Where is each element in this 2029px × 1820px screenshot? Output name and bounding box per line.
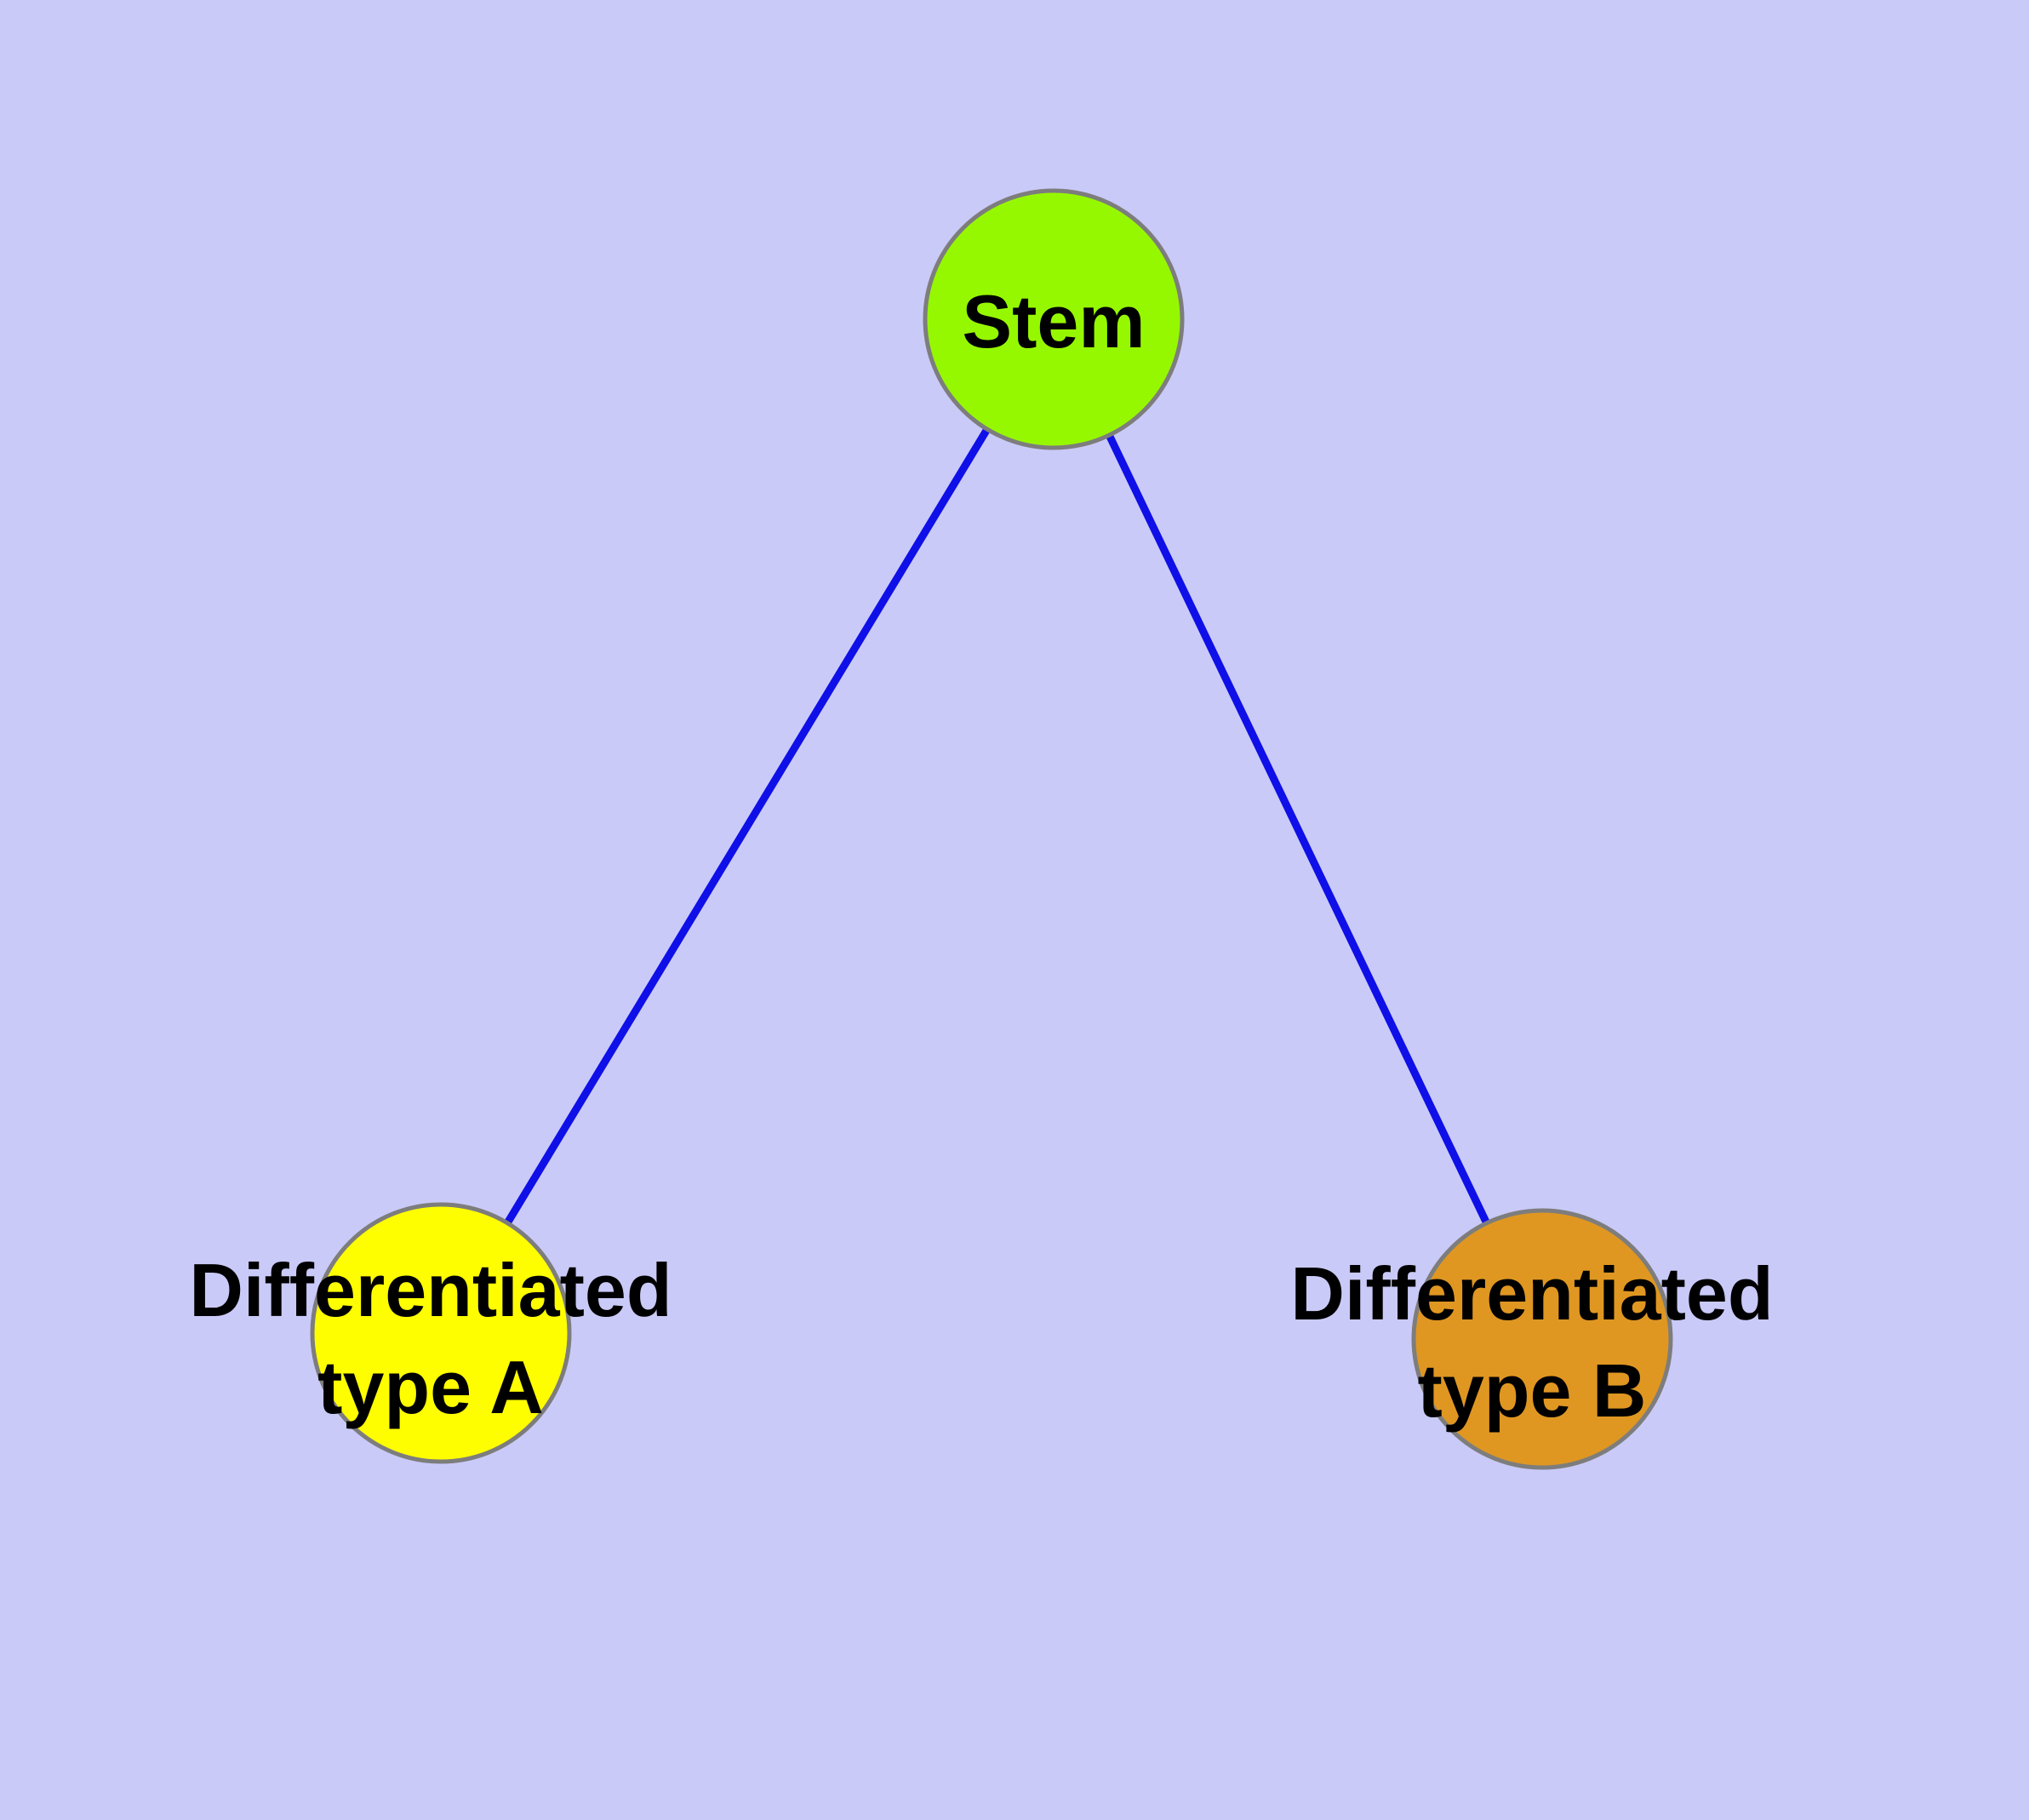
node-differentiated-type-a-label-line-1: Differentiated: [189, 1248, 672, 1332]
node-differentiated-type-a-label: Differentiated type A: [189, 1248, 672, 1429]
edge-stem-to-differentiated-type-b: [1049, 318, 1546, 1341]
node-stem-circle: [923, 188, 1185, 450]
node-differentiated-type-b-label: Differentiated type B: [1290, 1251, 1773, 1433]
node-stem-label-line: Stem: [962, 279, 1145, 363]
node-differentiated-type-a-label-line-2: type A: [317, 1345, 544, 1429]
edge-stem-to-differentiated-type-a: [437, 317, 1057, 1336]
node-stem-label: Stem: [962, 279, 1145, 363]
node-differentiated-type-a-circle: [310, 1202, 572, 1464]
node-differentiated-type-b-circle: [1411, 1208, 1673, 1470]
node-differentiated-type-b-label-line-1: Differentiated: [1290, 1251, 1773, 1336]
node-differentiated-type-b-label-line-2: type B: [1418, 1348, 1647, 1433]
